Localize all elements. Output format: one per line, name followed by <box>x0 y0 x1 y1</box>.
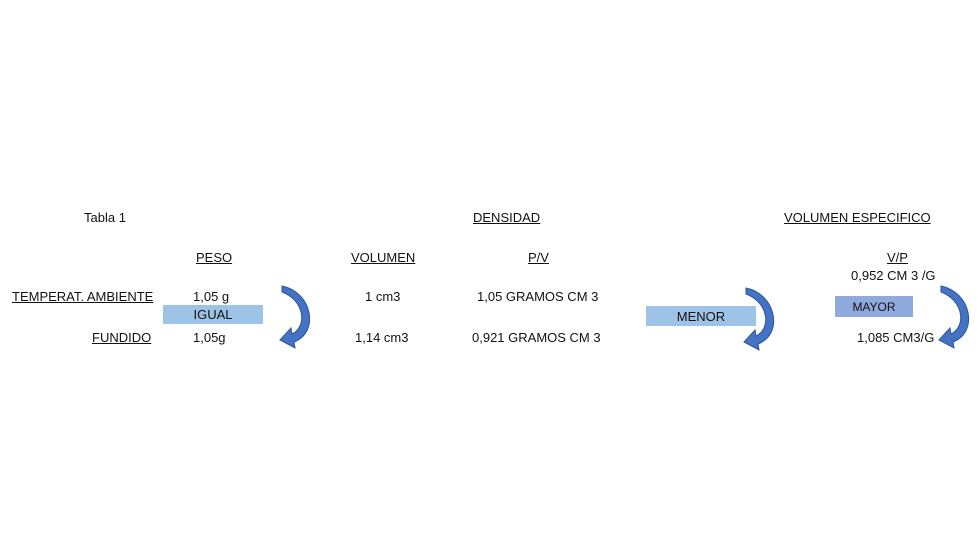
header-volumen-especifico: VOLUMEN ESPECIFICO <box>784 210 931 225</box>
comparison-mayor-label: MAYOR <box>852 299 896 314</box>
header-peso: PESO <box>196 250 233 265</box>
header-volumen: VOLUMEN <box>351 250 416 265</box>
fundido-densidad: 0,921 GRAMOS CM 3 <box>472 330 601 345</box>
comparison-menor-box: MENOR <box>646 306 756 326</box>
ambiente-vol-especifico: 0,952 CM 3 /G <box>851 268 936 283</box>
table-title: Tabla 1 <box>84 210 126 225</box>
comparison-igual-box: IGUAL <box>163 305 263 324</box>
ambiente-volumen: 1 cm3 <box>365 289 401 304</box>
ambiente-densidad: 1,05 GRAMOS CM 3 <box>477 289 599 304</box>
curved-arrow-down-left-icon <box>743 287 775 351</box>
curved-arrow-down-left-icon <box>279 285 311 349</box>
comparison-mayor-box: MAYOR <box>835 296 913 317</box>
comparison-menor-label: MENOR <box>676 308 726 324</box>
row-label-fundido: FUNDIDO <box>92 330 152 345</box>
header-pv: P/V <box>528 250 549 265</box>
fundido-peso: 1,05g <box>193 330 226 345</box>
fundido-volumen: 1,14 cm3 <box>355 330 409 345</box>
row-label-ambiente: TEMPERAT. AMBIENTE <box>12 289 154 304</box>
curved-arrow-down-left-icon <box>938 285 970 349</box>
fundido-vol-especifico: 1,085 CM3/G <box>857 330 935 345</box>
header-densidad: DENSIDAD <box>473 210 541 225</box>
ambiente-peso: 1,05 g <box>193 289 230 304</box>
header-vp: V/P <box>887 250 908 265</box>
comparison-igual-label: IGUAL <box>193 307 233 322</box>
